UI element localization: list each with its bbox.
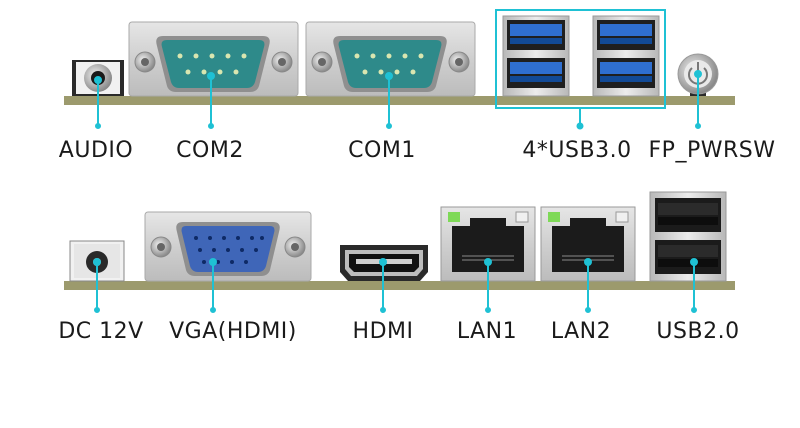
audio-label: AUDIO (58, 138, 134, 163)
hdmi-label: HDMI (352, 319, 414, 344)
usb3-stack-left (502, 15, 570, 97)
usb2-stack (649, 191, 727, 282)
top-pcb-strip (64, 96, 735, 105)
com2-callout-dot (207, 72, 215, 80)
vga-label: VGA(HDMI) (169, 319, 297, 344)
fp-pwrsw-label: FP_PWRSW (648, 138, 776, 163)
vga-port (144, 211, 312, 282)
com1-db9-port (305, 21, 476, 97)
usb3-label: 4*USB3.0 (522, 138, 632, 163)
com1-callout-dot (385, 72, 393, 80)
com2-db9-port (128, 21, 299, 97)
usb2-label: USB2.0 (656, 319, 740, 344)
usb3-stack-right (592, 15, 660, 97)
com2-label: COM2 (176, 138, 244, 163)
lan1-label: LAN1 (456, 319, 518, 344)
lan2-label: LAN2 (550, 319, 612, 344)
fp-callout-dot (694, 70, 702, 78)
com1-label: COM1 (348, 138, 416, 163)
dc-label: DC 12V (58, 319, 144, 344)
audio-callout-dot (94, 76, 102, 84)
bottom-pcb-strip (64, 281, 735, 290)
